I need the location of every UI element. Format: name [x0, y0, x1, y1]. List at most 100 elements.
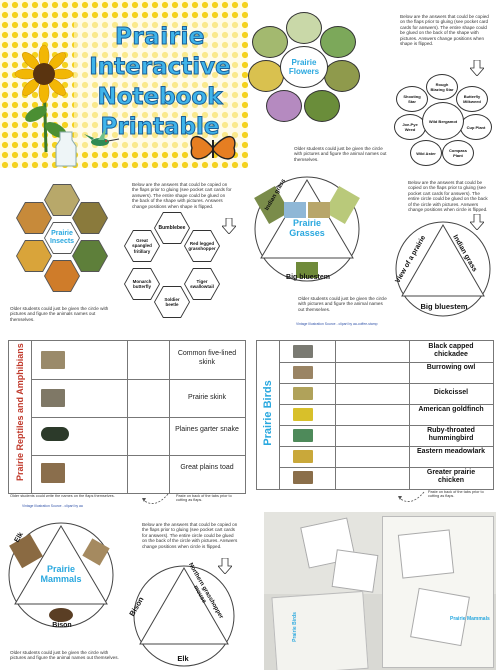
- arrow-down-icon: [222, 218, 236, 234]
- photo-label-mammals: Prairie Mammals: [450, 616, 490, 622]
- flowers-center-label: Prairie Flowers: [288, 58, 320, 76]
- answer-hex: Monarch butterfly: [124, 268, 160, 300]
- bird-name: Burrowing owl: [426, 364, 476, 371]
- mammals-note: Below are the answers that could be copi…: [142, 522, 238, 549]
- grasses-answer-bottom: Big bluestem: [420, 302, 468, 311]
- reptile-name: Plaines garter snake: [175, 426, 239, 433]
- answer-petal: Compass Plant: [442, 140, 474, 166]
- answer-hex: Tiger swallowtail: [184, 268, 220, 300]
- insects-answers: Bumblebee Great spangled fritillary Red …: [118, 210, 228, 328]
- grasses-credit: Vintage Illustration Source - clipart by…: [296, 322, 378, 326]
- flower-name: Shooting Star: [403, 94, 421, 104]
- arrow-down-icon: [470, 214, 484, 230]
- insects-caption: Older students could just be given the c…: [10, 306, 109, 322]
- cover-background: [0, 0, 248, 168]
- cover-title-line-1: Prairie: [115, 24, 205, 51]
- reptile-name: Common five-lined skink: [177, 350, 237, 366]
- flower-name: Wild Bergamot: [428, 118, 458, 124]
- flowers-answers-shape: Rough Blazing Star Butterfly Milkweed Cu…: [394, 74, 492, 166]
- flower-name: Rough Blazing Star: [430, 82, 454, 92]
- birds-sheet: Prairie Birds Black capped chickadee Bur…: [256, 340, 494, 490]
- bottle-icon: [55, 131, 77, 167]
- grasses-answer-circle: [395, 221, 491, 317]
- insect-hex: [72, 240, 108, 272]
- mammals-bottom-label: Bison: [52, 622, 72, 629]
- flowers-note: Below are the answers that could be copi…: [400, 14, 489, 47]
- flower-name: Cup Plant: [466, 124, 486, 130]
- bird-name: Black capped chickadee: [428, 343, 474, 358]
- grasses-circle: [254, 176, 360, 282]
- grasses-bottom-label: Big bluestem: [286, 274, 330, 281]
- reptiles-names-col: Common five-lined skink Prairie skink Pl…: [169, 341, 245, 493]
- reptiles-vertical-title: Prairie Reptiles and Amphibians: [15, 343, 25, 481]
- insect-hex: [44, 184, 80, 216]
- answer-petal: Cup Plant: [460, 114, 492, 140]
- flowers-panel: Prairie Flowers Below are the answers th…: [248, 0, 496, 168]
- reptiles-panel: Prairie Reptiles and Amphibians Common f…: [0, 340, 248, 510]
- bird-name: Eastern meadowlark: [416, 448, 486, 455]
- flower-petal: [320, 26, 356, 58]
- hummingbird-photo: [293, 429, 313, 442]
- paper-fold-3: [397, 529, 455, 579]
- mammals-center-label: Prairie Mammals: [40, 564, 82, 584]
- answer-hex: Bumblebee: [154, 212, 190, 244]
- bird-name: Dickcissel: [433, 389, 469, 396]
- mammals-panel: Elk Prairie Mammals Bison Below are the …: [0, 512, 248, 670]
- reptiles-pictures-col: [31, 341, 128, 493]
- flower-name: Joe-Pye Weed: [402, 122, 418, 132]
- meadowlark-photo: [293, 450, 313, 463]
- toad-photo: [41, 463, 65, 483]
- reptiles-blank-col: [127, 341, 170, 493]
- answer-petal: Butterfly Milkweed: [456, 86, 488, 112]
- monarch-butterfly-icon: [190, 136, 236, 160]
- insects-hex-grid: Prairie Insects: [8, 184, 118, 302]
- birds-caption: Paste on back of the tabs prior to cutti…: [428, 490, 484, 499]
- answer-petal: Joe-Pye Weed: [394, 114, 426, 140]
- reptiles-credit: Vintage Illustration Source - clipart by…: [22, 504, 83, 508]
- goldfinch-photo: [293, 408, 313, 421]
- flower-petal: [324, 60, 360, 92]
- photo-label-birds: Prairie Birds: [291, 612, 298, 642]
- birds-vertical-title: Prairie Birds: [262, 380, 274, 446]
- sunflower-icon: [14, 44, 74, 153]
- flower-petal: [248, 60, 284, 92]
- cover-title-line-3: Notebook: [97, 84, 223, 111]
- flower-petal: [304, 90, 340, 122]
- bird-name: Ruby-throated hummingbird: [427, 427, 475, 442]
- insects-center-label: Prairie Insects: [49, 230, 75, 245]
- mammals-caption: Older students could just be given the c…: [10, 650, 119, 661]
- flower-name: Wild Aster: [416, 150, 436, 156]
- flowers-center: Prairie Flowers: [280, 46, 328, 88]
- insects-note: Below are the answers that could be copi…: [132, 182, 232, 209]
- insect-hex-center: Prairie Insects: [44, 222, 80, 254]
- flower-petal: [252, 26, 288, 58]
- answer-petal: Wild Aster: [410, 140, 442, 166]
- answer-petal: Shooting Star: [396, 86, 428, 112]
- cover-title-line-2: Interactive: [89, 54, 232, 81]
- cover-panel: Prairie Interactive Notebook Printable: [0, 0, 248, 168]
- grasses-note: Below are the answers that could be copi…: [408, 180, 488, 213]
- birds-title-col: Prairie Birds: [257, 341, 280, 489]
- chickadee-photo: [293, 345, 313, 358]
- prairie-skink-photo: [41, 389, 65, 407]
- answer-petal: Rough Blazing Star: [426, 74, 458, 100]
- insect-hex: [44, 260, 80, 292]
- curved-arrow-icon: [141, 493, 169, 504]
- hummingbird-icon: [84, 128, 120, 146]
- notebook-page-left: [271, 590, 369, 670]
- birds-names-col: Black capped chickadee Burrowing owl Dic…: [409, 341, 493, 489]
- reptiles-title-col: Prairie Reptiles and Amphibians: [9, 341, 32, 493]
- garter-snake-photo: [41, 427, 69, 441]
- birds-panel: Prairie Birds Black capped chickadee Bur…: [248, 340, 496, 510]
- flower-name: Butterfly Milkweed: [463, 94, 481, 104]
- insect-hex: [16, 240, 52, 272]
- owl-photo: [293, 366, 313, 379]
- skink-photo: [41, 351, 65, 369]
- reptile-name: Great plains toad: [180, 464, 234, 471]
- reptiles-caption-left: Older students could write the names on …: [10, 494, 115, 498]
- dickcissel-photo: [293, 387, 313, 400]
- bird-name: American goldfinch: [418, 406, 484, 413]
- answer-hex: Soldier beetle: [154, 286, 190, 318]
- flowers-shape: Prairie Flowers: [248, 12, 360, 122]
- cover-title: Prairie Interactive Notebook Printable: [80, 22, 240, 142]
